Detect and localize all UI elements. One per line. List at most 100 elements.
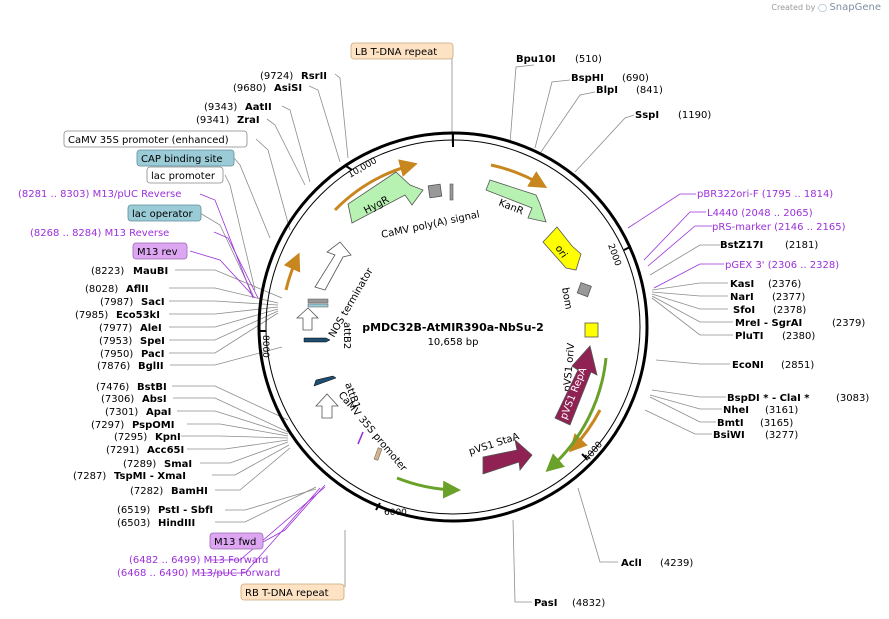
primer-m13-puc-rev: (8281 .. 8303) M13/pUC Reverse <box>18 189 181 200</box>
camv-polya-feature <box>427 183 443 199</box>
rb-marker <box>373 447 383 461</box>
site-pasi-pos: (4832) <box>572 598 605 609</box>
site-hindiii-pos: (6503) <box>117 518 150 529</box>
site-acli-name: AclI <box>621 558 642 569</box>
attb2-marker-2 <box>307 303 329 308</box>
attb1-arrow <box>315 393 339 419</box>
bom-feature <box>576 282 592 298</box>
primer-m13-puc-fwd: (6468 .. 6490) M13/pUC Forward <box>117 568 280 579</box>
site-nhei-pos: (3161) <box>765 405 798 416</box>
site-econi-name: EcoNI <box>732 360 764 371</box>
site-paci-name: PacI <box>141 349 164 360</box>
site-absi-pos: (7306) <box>101 394 134 405</box>
site-sfoi-name: SfoI <box>733 305 755 316</box>
site-spei-name: SpeI <box>140 336 165 347</box>
ticks <box>259 133 631 511</box>
site-psti-pos: (6519) <box>117 505 150 516</box>
site-asisi-pos: (9680) <box>233 83 266 94</box>
attb2-marker-1 <box>307 298 329 304</box>
m13-rev-label: M13 rev <box>137 247 178 258</box>
site-absi-name: AbsI <box>142 394 167 405</box>
site-sspi-name: SspI <box>635 110 659 121</box>
lac-promoter-box <box>146 166 224 184</box>
pvs1-oriv-feature <box>584 322 599 338</box>
site-rsrii-name: RsrII <box>301 71 327 82</box>
primer-pgex: pGEX 3' (2306 .. 2328) <box>725 260 839 271</box>
hygr-feature <box>347 171 424 224</box>
site-nhei-name: NheI <box>723 405 749 416</box>
primer-m13-reverse: (8268 .. 8284) M13 Reverse <box>30 228 169 239</box>
m13-fwd-box <box>209 532 264 550</box>
m13-rev-box <box>132 242 188 260</box>
site-aflii-name: AflII <box>126 284 149 295</box>
kanr-feature <box>485 179 547 223</box>
lac-operator-label: lac operator <box>132 209 193 220</box>
site-maubi-pos: (8223) <box>91 266 124 277</box>
site-pluti-name: PluTI <box>735 331 763 342</box>
site-kpni-pos: (7295) <box>114 432 147 443</box>
site-kpni-name: KpnI <box>155 432 181 443</box>
green-arrows <box>396 357 608 499</box>
site-bglii-name: BglII <box>138 361 164 372</box>
orange-arrow-3 <box>283 252 301 291</box>
camv-35s-label: CaMV 35S promoter <box>336 390 410 475</box>
ori-feature <box>542 226 582 271</box>
site-bstbi-pos: (7476) <box>96 382 129 393</box>
site-bsiwi-pos: (3277) <box>765 430 798 441</box>
tick-4000 <box>581 453 588 460</box>
site-bmti-name: BmtI <box>717 418 744 429</box>
site-bpu10i-pos: (510) <box>575 54 602 65</box>
tick-label-2000: 2000 <box>605 243 622 268</box>
site-zrai-name: ZraI <box>237 115 260 126</box>
site-blpi-name: BlpI <box>596 85 618 96</box>
site-zrai-pos: (9341) <box>196 115 229 126</box>
site-sfoi-pos: (2378) <box>773 305 806 316</box>
site-nari-pos: (2377) <box>772 292 805 303</box>
site-tspmi-name: TspMI - XmaI <box>114 471 186 482</box>
camv-polya-label: CaMV poly(A) signal <box>380 209 480 241</box>
site-apai-pos: (7301) <box>105 407 138 418</box>
site-bamhi-pos: (7282) <box>130 486 163 497</box>
site-asisi-name: AsiSI <box>274 83 302 94</box>
tick-2000 <box>623 246 631 251</box>
lac-operator-box <box>127 204 202 222</box>
site-bsphi-name: BspHI <box>571 73 604 84</box>
site-bglii-pos: (7876) <box>97 361 130 372</box>
site-bamhi-name: BamHI <box>171 486 208 497</box>
attb2-label: attB2 <box>341 322 352 349</box>
lb-box <box>350 42 454 60</box>
site-saci-name: SacI <box>141 297 165 308</box>
site-pspomi-pos: (7297) <box>91 420 124 431</box>
site-nari-name: NarI <box>730 292 754 303</box>
site-spei-pos: (7953) <box>99 336 132 347</box>
plasmid-name: pMDC32B-AtMIR390a-NbSu-2 <box>362 321 544 334</box>
attb2-arrow <box>295 307 319 331</box>
site-aatii-pos: (9343) <box>204 102 237 113</box>
camv-polya-marker <box>449 183 454 201</box>
cap-label: CAP binding site <box>141 154 223 165</box>
site-hindiii-name: HindIII <box>158 518 195 529</box>
site-sspi-pos: (1190) <box>678 110 711 121</box>
site-acc65i-name: Acc65I <box>147 445 184 456</box>
site-bmti-pos: (3165) <box>760 418 793 429</box>
orange-arrow-1 <box>333 159 418 212</box>
site-acc65i-pos: (7291) <box>106 445 139 456</box>
site-pasi-name: PasI <box>534 598 557 609</box>
site-eco53ki-pos: (7985) <box>75 310 108 321</box>
site-alei-pos: (7977) <box>99 323 132 334</box>
tick-6000 <box>375 502 381 511</box>
site-bsphi-pos: (690) <box>622 73 649 84</box>
primer-prs: pRS-marker (2146 .. 2165) <box>712 222 846 233</box>
credit-prefix: Created by <box>771 3 816 12</box>
site-bsiwi-name: BsiWI <box>713 430 745 441</box>
orange-arrows <box>283 159 602 453</box>
tick-10000 <box>345 165 353 171</box>
site-bspdi-name: BspDI * - ClaI * <box>727 393 810 404</box>
site-bpu10i-name: Bpu10I <box>516 54 556 65</box>
primer-l4440: L4440 (2048 .. 2065) <box>707 208 813 219</box>
tick-label-10000: 10,000 <box>347 156 380 181</box>
orange-arrow-2 <box>490 163 548 189</box>
attb2-primer <box>303 337 331 343</box>
site-bstz17i-name: BstZ17I <box>720 240 763 251</box>
